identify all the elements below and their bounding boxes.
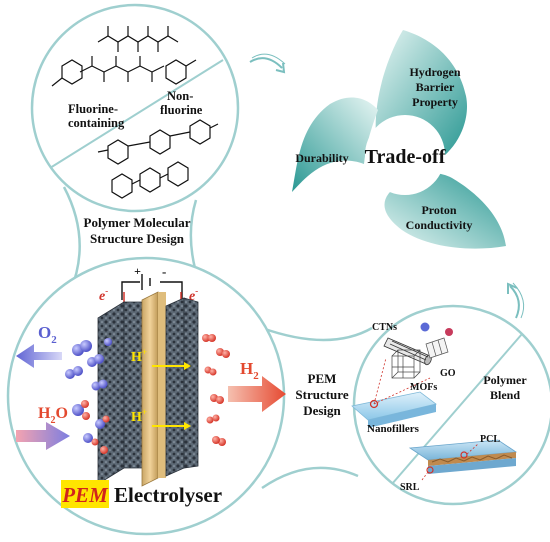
- molecular-design-label-line2: Structure Design: [90, 231, 185, 246]
- hydrogen-label-line3: Property: [412, 95, 458, 109]
- oxygen-arrow: [16, 344, 62, 368]
- plus-sign: +: [134, 264, 141, 278]
- water-molecules: [72, 400, 110, 454]
- electrolyser-cell: [97, 291, 199, 487]
- pcl-marker: [460, 451, 468, 459]
- nanofiller-layer-side: [368, 404, 436, 428]
- atom-sphere-red: [445, 328, 453, 336]
- polymer-structure-circle: Fluorine- containing Non- fluorine: [30, 3, 240, 213]
- molecular-design-label-line1: Polymer Molecular: [84, 215, 191, 230]
- polymer-blend-layers: [408, 439, 518, 474]
- pcl-leader: [466, 443, 479, 455]
- go-label: GO: [440, 368, 456, 379]
- nonfluorine-label-line2: fluorine: [160, 103, 203, 117]
- materials-circle: CTNs GO MOFs Nanofillers PCL SRL Polymer…: [351, 304, 550, 506]
- curved-arrow-top: [249, 53, 286, 74]
- electron-left-label: e-: [99, 286, 108, 304]
- hydrogen-label-line1: Hydrogen: [409, 65, 460, 79]
- nanofiller-spot: [369, 399, 379, 409]
- nonfluorine-molecule: [97, 119, 219, 199]
- hydrogen-label-line2: Barrier: [416, 80, 455, 94]
- tradeoff-pinwheel: Trade-off Durability Hydrogen Barrier Pr…: [292, 30, 506, 249]
- proton-label-line1: Proton: [421, 203, 456, 217]
- polymer-blend-label-line2: Blend: [490, 388, 520, 402]
- hydrogen-molecules: [202, 334, 230, 446]
- go-sheet: [425, 337, 449, 359]
- pem-title-label: PEM: [61, 483, 109, 507]
- electrolyser-circle: + - e- e- H+ H+: [6, 256, 286, 536]
- ctns-label: CTNs: [372, 322, 397, 333]
- durability-label: Durability: [295, 151, 348, 165]
- proton-label-line2: Conductivity: [406, 218, 473, 232]
- pem-design-label-line2: Structure: [295, 387, 348, 402]
- srl-leader: [421, 471, 429, 481]
- mofs-label: MOFs: [410, 382, 437, 393]
- hydrogen-gas-label: H2: [240, 359, 259, 382]
- oxygen-molecules: [65, 338, 112, 391]
- fluorine-label-line1: Fluorine-: [68, 102, 118, 116]
- srl-label: SRL: [400, 482, 420, 493]
- water-arrow: [16, 422, 70, 450]
- hydrogen-arrow: [228, 376, 286, 412]
- proton-arrowhead-1: [184, 362, 191, 370]
- curved-arrow-right: [507, 282, 525, 319]
- electron-right-label: e-: [189, 286, 198, 304]
- fluorine-molecule: [51, 26, 197, 87]
- pcl-label: PCL: [480, 434, 500, 445]
- proton-label-2: H+: [131, 407, 147, 425]
- mof-lattice: [391, 349, 421, 379]
- pem-design-label-line1: PEM: [308, 371, 337, 386]
- fluorine-label-line2: containing: [68, 116, 125, 130]
- pem-highlight: [61, 480, 109, 508]
- tradeoff-center-label: Trade-off: [365, 146, 446, 168]
- nonfluorine-label-line1: Non-: [167, 89, 193, 103]
- oxygen-label: O2: [38, 323, 57, 346]
- proton-arrowhead-2: [184, 422, 191, 430]
- proton-label-1: H+: [131, 347, 147, 365]
- minus-sign: -: [162, 264, 166, 279]
- nanofillers-label: Nanofillers: [367, 423, 420, 435]
- atom-sphere-blue: [420, 322, 430, 332]
- water-label: H2O: [38, 405, 68, 426]
- polymer-blend-label-line1: Polymer: [483, 373, 527, 387]
- electrolyser-title-label: Electrolyser: [114, 483, 222, 507]
- srl-marker: [426, 466, 434, 474]
- pem-design-label-line3: Design: [303, 403, 341, 418]
- circuit-wire: [121, 274, 183, 302]
